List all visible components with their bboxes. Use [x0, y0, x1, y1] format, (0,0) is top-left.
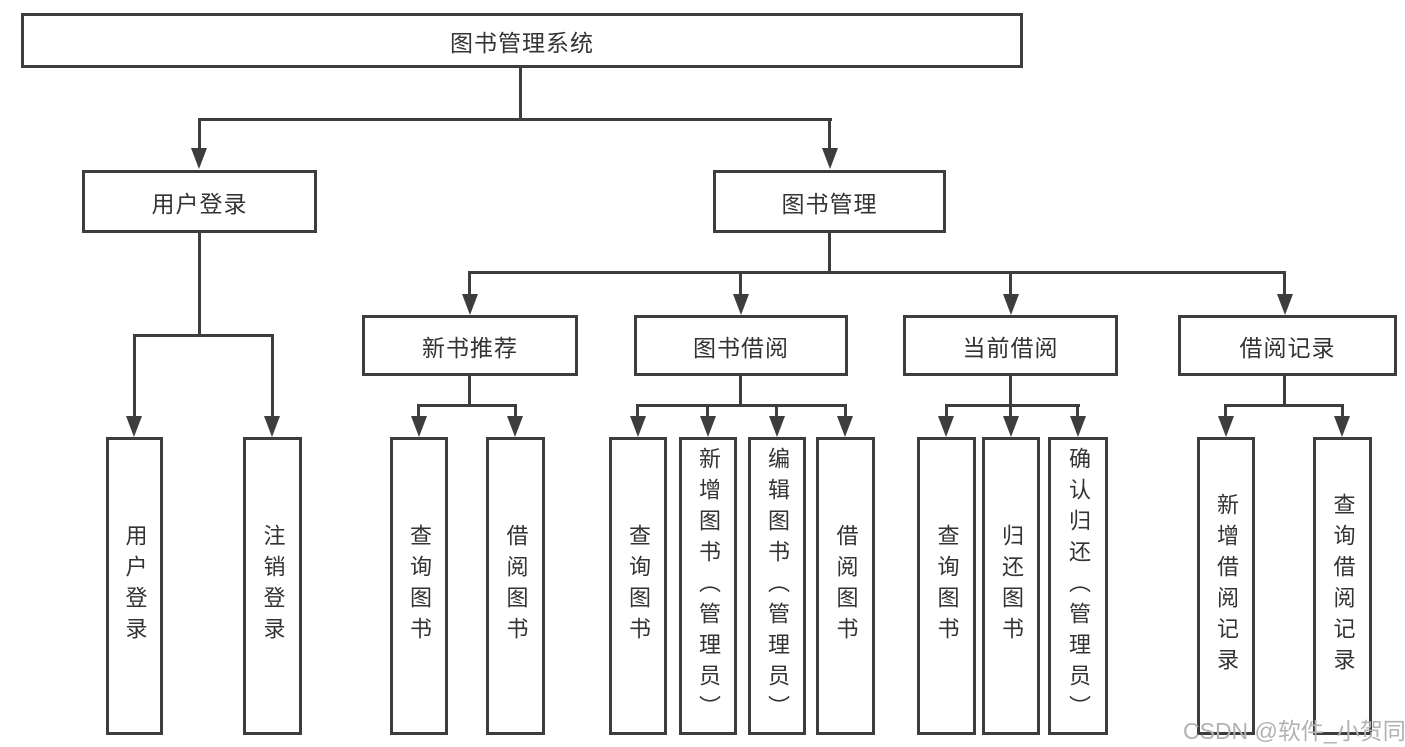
- node-root-label: 图书管理系统: [450, 29, 594, 56]
- leaf-user-login-label: 用户登录: [122, 524, 148, 648]
- leaf-br-add-record: 新增借阅记录: [1197, 437, 1255, 735]
- arrowhead-user-login-icon: [191, 148, 207, 169]
- connector-book-borrow-branch: [636, 404, 847, 407]
- connector-user-login-branch: [133, 334, 274, 337]
- connector-drop-br-leaf1: [1224, 405, 1227, 417]
- connector-current-borrow-stem: [1009, 376, 1012, 405]
- connector-drop-user-login: [198, 119, 201, 149]
- leaf-nb-borrow-books: 借阅图书: [486, 437, 545, 735]
- connector-book-borrow-stem: [739, 376, 742, 405]
- arrowhead-br-leaf1-icon: [1218, 416, 1234, 437]
- leaf-br-query-record-label: 查询借阅记录: [1330, 493, 1356, 679]
- node-book-mgmt-label: 图书管理: [781, 190, 878, 217]
- connector-drop-new-books: [468, 272, 471, 295]
- leaf-cb-query-books-label: 查询图书: [934, 524, 960, 648]
- connector-new-books-stem: [468, 376, 471, 405]
- arrowhead-logout-leaf-icon: [264, 416, 280, 437]
- connector-drop-bb-leaf3: [775, 405, 778, 417]
- leaf-cb-return-books: 归还图书: [982, 437, 1040, 735]
- arrowhead-cb-leaf2-icon: [1003, 416, 1019, 437]
- connector-root-branch: [198, 118, 832, 121]
- node-user-login: 用户登录: [82, 170, 317, 233]
- arrowhead-cb-leaf3-icon: [1070, 416, 1086, 437]
- leaf-bb-borrow-books: 借阅图书: [816, 437, 875, 735]
- leaf-cb-return-books-label: 归还图书: [999, 524, 1024, 648]
- leaf-bb-edit-books-admin: 编辑图书（管理员）: [748, 437, 806, 735]
- leaf-bb-add-books-admin-label: 新增图书（管理员）: [696, 446, 721, 726]
- arrowhead-nb-leaf1-icon: [411, 416, 427, 437]
- leaf-br-query-record: 查询借阅记录: [1313, 437, 1372, 735]
- leaf-bb-borrow-books-label: 借阅图书: [833, 524, 859, 648]
- node-borrow-records: 借阅记录: [1178, 315, 1397, 376]
- connector-drop-bb-leaf4: [844, 405, 847, 417]
- arrowhead-new-books-icon: [462, 294, 478, 315]
- connector-drop-book-borrow: [739, 272, 742, 295]
- arrowhead-bb-leaf3-icon: [769, 416, 785, 437]
- connector-root-stem: [519, 68, 522, 119]
- leaf-nb-query-books: 查询图书: [390, 437, 448, 735]
- connector-new-books-branch: [417, 404, 517, 407]
- leaf-bb-query-books-label: 查询图书: [626, 524, 651, 648]
- leaf-cb-query-books: 查询图书: [917, 437, 976, 735]
- connector-borrow-records-stem: [1283, 376, 1286, 405]
- leaf-cb-confirm-return-admin: 确认归还（管理员）: [1048, 437, 1108, 735]
- connector-drop-logout-leaf: [271, 335, 274, 417]
- csdn-watermark: CSDN @软件_小贺同学: [1183, 718, 1405, 744]
- connector-drop-cb-leaf2: [1009, 405, 1012, 417]
- arrowhead-login-leaf-icon: [126, 416, 142, 437]
- leaf-user-login: 用户登录: [106, 437, 163, 735]
- arrowhead-br-leaf2-icon: [1334, 416, 1350, 437]
- node-book-borrow-label: 图书借阅: [693, 334, 789, 361]
- arrowhead-current-borrow-icon: [1003, 294, 1019, 315]
- node-new-books: 新书推荐: [362, 315, 578, 376]
- connector-drop-bb-leaf2: [706, 405, 709, 417]
- arrowhead-borrow-records-icon: [1277, 294, 1293, 315]
- arrowhead-bb-leaf2-icon: [700, 416, 716, 437]
- leaf-nb-query-books-label: 查询图书: [407, 524, 432, 648]
- connector-drop-nb-leaf2: [514, 405, 517, 417]
- node-user-login-label: 用户登录: [151, 190, 248, 217]
- connector-drop-cb-leaf3: [1076, 405, 1079, 417]
- connector-drop-br-leaf2: [1341, 405, 1344, 417]
- connector-book-mgmt-stem: [828, 233, 831, 272]
- arrowhead-bb-leaf1-icon: [630, 416, 646, 437]
- connector-drop-login-leaf: [133, 335, 136, 417]
- leaf-logout-label: 注销登录: [260, 524, 286, 648]
- connector-drop-cb-leaf1: [945, 405, 948, 417]
- connector-book-mgmt-branch: [468, 271, 1286, 274]
- leaf-nb-borrow-books-label: 借阅图书: [503, 524, 529, 648]
- connector-current-borrow-branch: [945, 404, 1080, 407]
- node-root: 图书管理系统: [21, 13, 1023, 68]
- node-current-borrow: 当前借阅: [903, 315, 1118, 376]
- arrowhead-book-mgmt-icon: [822, 148, 838, 169]
- connector-drop-current-borrow: [1009, 272, 1012, 295]
- leaf-br-add-record-label: 新增借阅记录: [1214, 493, 1239, 679]
- connector-drop-bb-leaf1: [636, 405, 639, 417]
- arrowhead-cb-leaf1-icon: [938, 416, 954, 437]
- leaf-logout: 注销登录: [243, 437, 302, 735]
- connector-borrow-records-branch: [1224, 404, 1344, 407]
- connector-drop-borrow-records: [1283, 272, 1286, 295]
- arrowhead-bb-leaf4-icon: [837, 416, 853, 437]
- leaf-bb-edit-books-admin-label: 编辑图书（管理员）: [765, 446, 790, 726]
- connector-user-login-stem: [198, 233, 201, 335]
- node-book-mgmt: 图书管理: [713, 170, 946, 233]
- arrowhead-book-borrow-icon: [733, 294, 749, 315]
- node-current-borrow-label: 当前借阅: [962, 334, 1059, 361]
- node-new-books-label: 新书推荐: [422, 334, 518, 361]
- leaf-bb-add-books-admin: 新增图书（管理员）: [679, 437, 737, 735]
- connector-drop-nb-leaf1: [417, 405, 420, 417]
- arrowhead-nb-leaf2-icon: [507, 416, 523, 437]
- node-book-borrow: 图书借阅: [634, 315, 848, 376]
- node-borrow-records-label: 借阅记录: [1239, 334, 1336, 361]
- leaf-cb-confirm-return-admin-label: 确认归还（管理员）: [1066, 446, 1091, 726]
- connector-drop-book-mgmt: [828, 119, 831, 149]
- leaf-bb-query-books: 查询图书: [609, 437, 667, 735]
